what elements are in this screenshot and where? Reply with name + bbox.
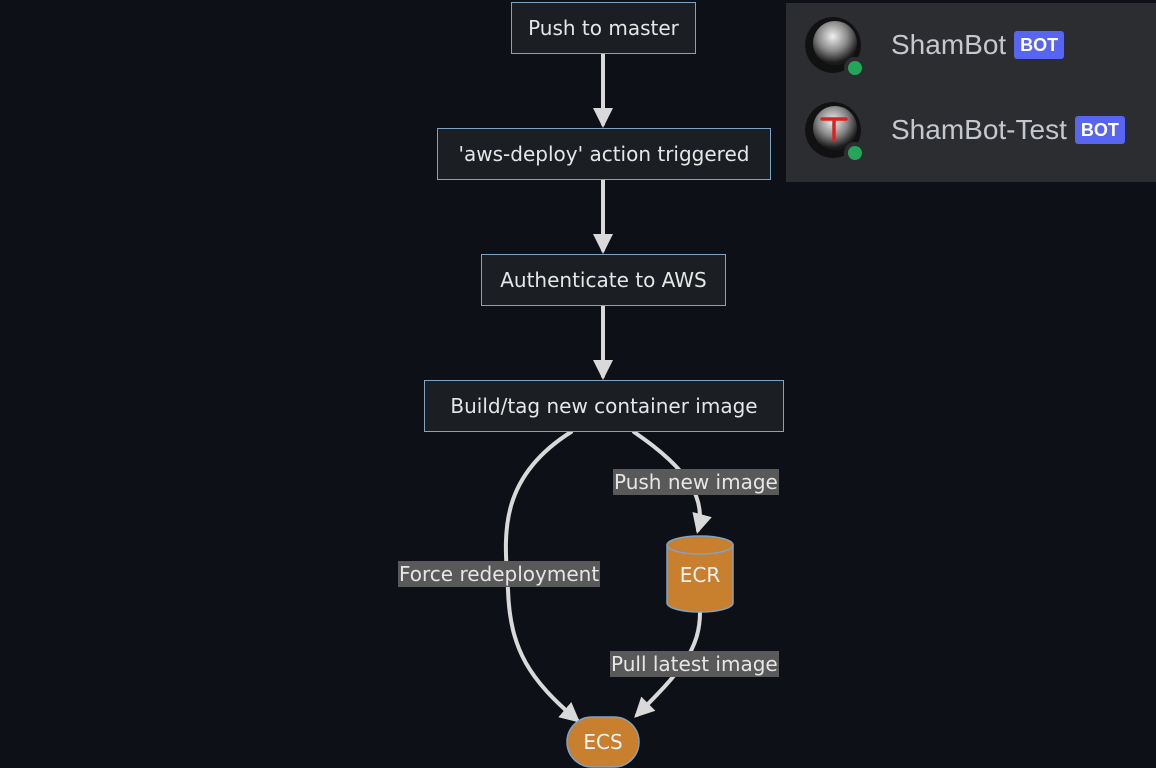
ecs-node-shape: [566, 716, 640, 768]
node-action-triggered: 'aws-deploy' action triggered: [437, 128, 771, 180]
online-status-icon: [844, 142, 866, 164]
edge-build-to-ecs: [503, 430, 581, 723]
online-status-icon: [844, 57, 866, 79]
edge-label-push-new-image: Push new image: [613, 469, 779, 495]
node-ecs-label: ECS: [583, 730, 623, 754]
edge-label-pull-latest-image: Pull latest image: [610, 651, 779, 677]
bot-badge: BOT: [1014, 30, 1065, 59]
edge-label-force-redeployment: Force redeployment: [398, 561, 601, 587]
member-name: ShamBot-Test: [891, 114, 1067, 145]
ecr-storage-shape: [666, 535, 734, 613]
node-ecr-label: ECR: [679, 563, 721, 587]
bot-badge: BOT: [1074, 115, 1125, 144]
node-build-tag-image: Build/tag new container image: [424, 380, 784, 432]
node-authenticate-aws: Authenticate to AWS: [481, 254, 726, 306]
node-push-to-master: Push to master: [511, 2, 696, 54]
member-name: ShamBot: [891, 29, 1007, 60]
